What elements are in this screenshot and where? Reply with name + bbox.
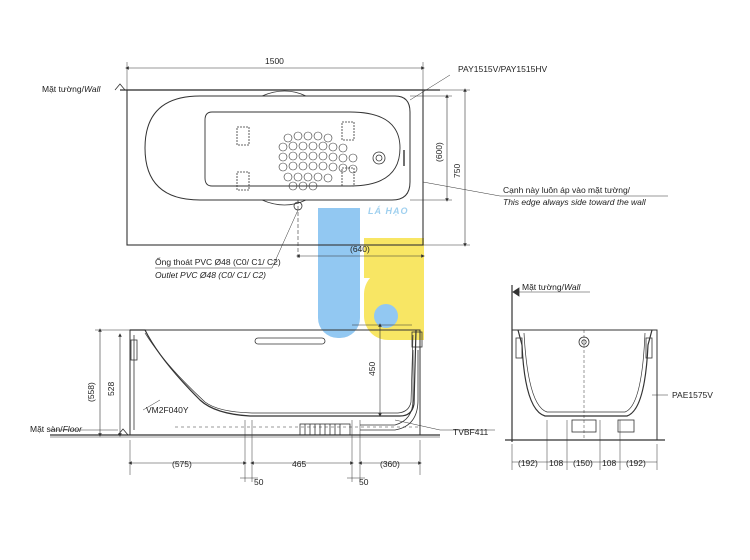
top-view xyxy=(114,62,668,269)
dim-top-inner: (600) xyxy=(434,142,444,162)
part-legs-label: VM2F040Y xyxy=(146,405,189,415)
floor-label-vi: Mặt sàn/ xyxy=(30,424,63,434)
wall-label-side: Mặt tường/Wall xyxy=(522,282,580,292)
floor-label: Mặt sàn/Floor xyxy=(30,424,82,434)
dim-front-drain: 450 xyxy=(367,361,377,376)
edge-note-en: This edge always side toward the wall xyxy=(503,197,646,207)
wall-label-en: Wall xyxy=(83,84,101,94)
wall-label-vi: Mặt tường/ xyxy=(42,84,84,94)
edge-note-vi: Cạnh này luôn áp vào mặt tường/ xyxy=(503,185,631,195)
dim-front-rim: 528 xyxy=(106,381,116,396)
dim-side-2: 108 xyxy=(549,458,564,468)
dim-front-left: (575) xyxy=(172,459,192,469)
dim-front-mid: 465 xyxy=(292,459,307,469)
dim-front-gap-2: 50 xyxy=(359,477,369,487)
wall-label-top: Mặt tường/Wall xyxy=(42,84,100,94)
outlet-note-vi: Ống thoát PVC Ø48 (C0/ C1/ C2) xyxy=(155,257,281,267)
dim-top-length: 1500 xyxy=(265,56,284,66)
dim-front-total: (558) xyxy=(86,382,96,402)
dim-front-gap-1: 50 xyxy=(254,477,264,487)
dim-front-right: (360) xyxy=(380,459,400,469)
dim-side-5: (192) xyxy=(626,458,646,468)
outlet-note-en: Outlet PVC Ø48 (C0/ C1/ C2) xyxy=(155,270,267,280)
dim-side-1: (192) xyxy=(518,458,538,468)
part-drain-label: TVBF411 xyxy=(453,427,489,437)
part-side-label: PAE1575V xyxy=(672,390,713,400)
wall-label-side-vi: Mặt tường/ xyxy=(522,282,564,292)
front-view xyxy=(50,323,495,482)
side-view xyxy=(505,285,668,470)
dim-side-4: 108 xyxy=(602,458,617,468)
model-label-top: PAY1515V/PAY1515HV xyxy=(458,64,548,74)
wall-label-side-en: Wall xyxy=(563,282,581,292)
floor-label-en: Floor xyxy=(62,424,82,434)
watermark-logo xyxy=(318,208,424,340)
dim-outlet-offset: (640) xyxy=(350,244,370,254)
watermark-text: LÁ HẠO xyxy=(368,206,409,216)
dim-top-width: 750 xyxy=(452,163,462,178)
dim-side-3: (150) xyxy=(573,458,593,468)
